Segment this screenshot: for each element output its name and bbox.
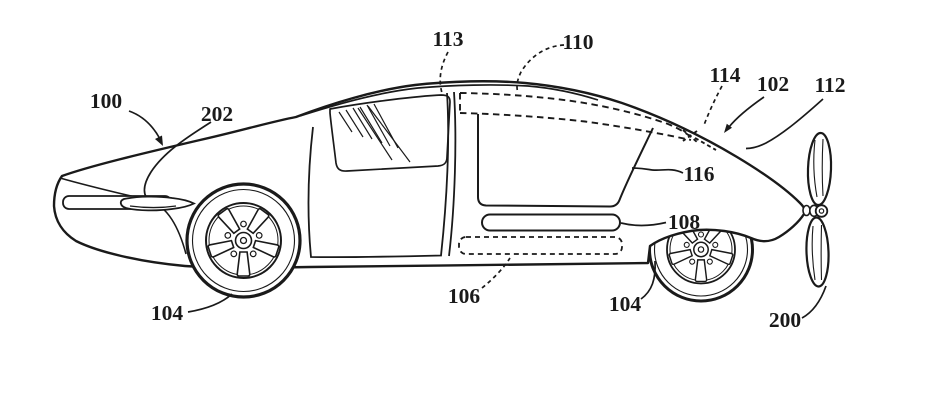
stowed-wing-dashed (459, 92, 717, 151)
front-hub (234, 231, 253, 250)
leader-108 (620, 221, 667, 227)
blade-top-shading (813, 138, 824, 198)
leader-112 (745, 98, 824, 150)
door-front-edge (307, 92, 450, 259)
rear-hub-center (697, 246, 705, 253)
label-propeller-200: 200 (769, 308, 801, 332)
wing-tip-fold (682, 129, 717, 151)
leader-113 (439, 51, 449, 94)
label-stowed-wing-110: 110 (562, 30, 593, 54)
label-rear-panel-116: 116 (683, 162, 714, 186)
leader-100-arrowhead (155, 135, 163, 146)
propeller-coupling-1 (802, 204, 811, 217)
propeller-blade-top (806, 131, 833, 207)
front-light-shade (129, 205, 177, 209)
leader-100 (128, 110, 161, 140)
leader-116 (631, 167, 684, 174)
propeller-hub-center (818, 208, 825, 214)
label-wing-root-113: 113 (432, 27, 463, 51)
roofline-inner (299, 84, 599, 117)
label-rocker-108: 108 (668, 210, 701, 234)
front-hub-center (239, 236, 248, 245)
leader-106 (481, 257, 511, 289)
leader-104-rear (640, 260, 656, 300)
front-wheel (185, 182, 302, 299)
b-pillar (448, 91, 457, 257)
label-wing-edge-114: 114 (709, 63, 740, 87)
label-compartment-106: 106 (448, 284, 481, 308)
rear-door-panel (477, 114, 654, 208)
leader-104-front (187, 293, 233, 313)
label-vehicle-100: 100 (90, 89, 122, 113)
rear-hub (693, 241, 709, 258)
reference-numerals: 100 202 113 110 114 102 112 116 108 106 … (90, 27, 846, 332)
rear-lug-holes (683, 231, 719, 265)
wing-upper-edge (459, 92, 692, 138)
leader-202 (143, 121, 212, 198)
front-lug-holes (224, 220, 263, 258)
front-tire-inner (191, 188, 296, 293)
leader-102 (728, 96, 765, 128)
leader-lines (128, 44, 827, 319)
propeller-hub (814, 204, 829, 218)
label-tail-112: 112 (814, 73, 845, 97)
label-rear-wheel-104: 104 (609, 292, 642, 316)
window-hatching (338, 103, 411, 163)
leader-200 (801, 285, 827, 319)
door-window (329, 94, 451, 172)
cabin (307, 91, 457, 259)
label-front-wheel-104: 104 (151, 301, 184, 325)
leader-110 (516, 44, 565, 94)
leader-114 (703, 85, 723, 126)
label-body-102: 102 (757, 72, 789, 96)
label-front-light-202: 202 (201, 102, 233, 126)
wing-lower-edge (459, 112, 692, 141)
propeller-blade-bottom (805, 216, 830, 288)
leader-102-arrowhead (724, 123, 732, 133)
front-light-assembly (62, 195, 197, 212)
rocker-panel (481, 213, 621, 232)
blade-bottom-shading (811, 224, 823, 281)
propeller (802, 131, 833, 288)
battery-compartment-outline (458, 236, 623, 255)
